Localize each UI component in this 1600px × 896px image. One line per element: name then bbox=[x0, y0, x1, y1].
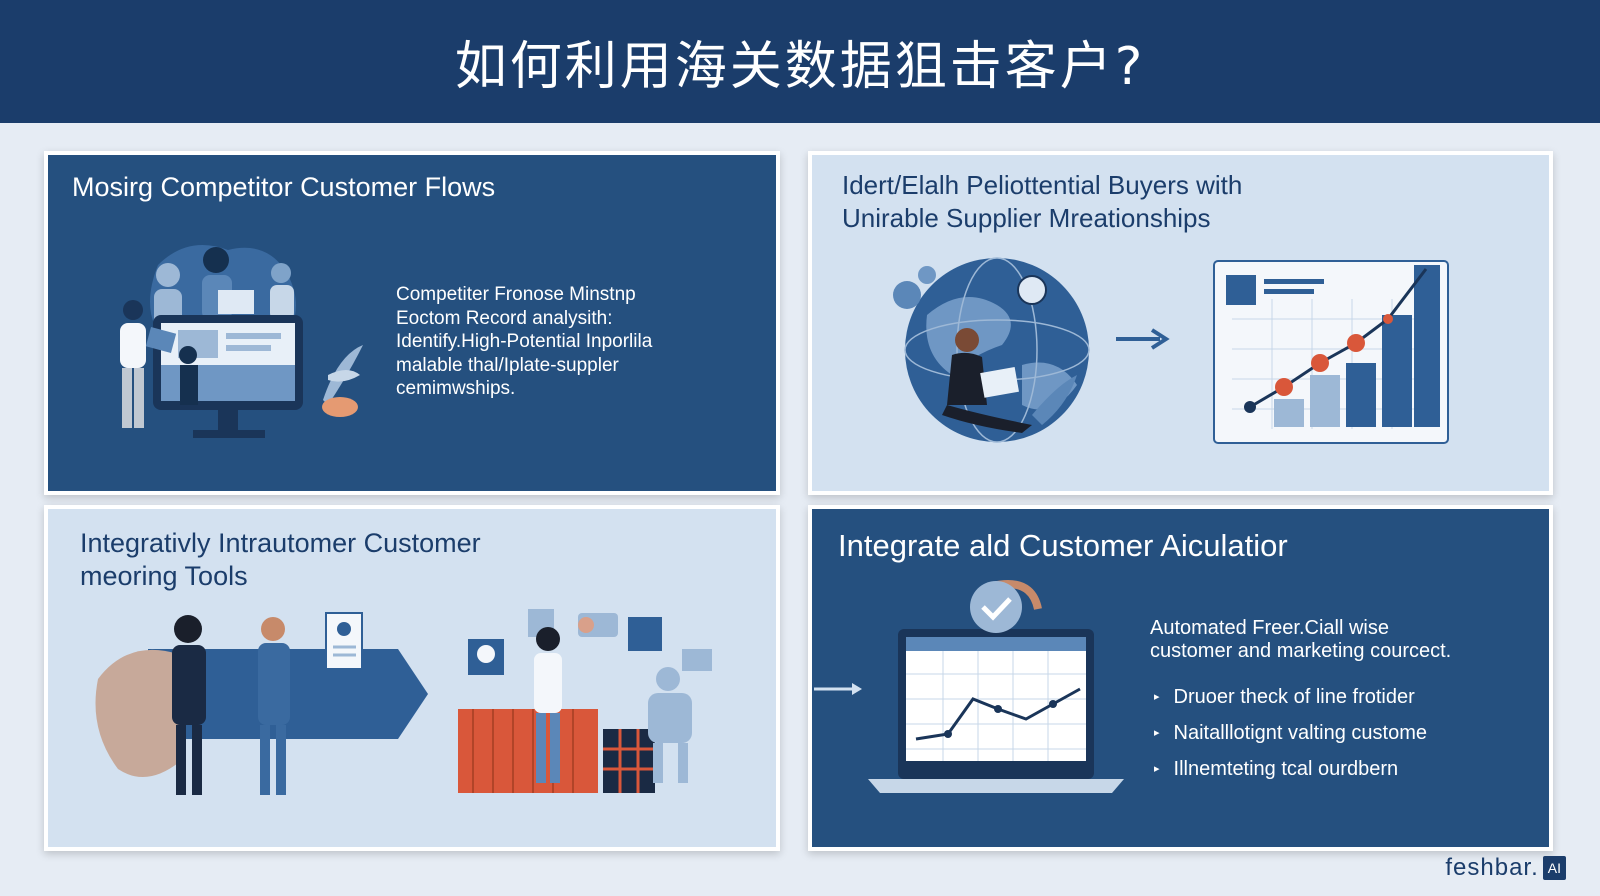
bullet-list: ▸ Druoer theck of line frotider ▸ Naital… bbox=[1150, 679, 1427, 787]
panel-title: Idert/Elalh Peliottential Buyers with Un… bbox=[842, 169, 1242, 235]
logo-badge: AI bbox=[1542, 856, 1566, 880]
list-item: ▸ Illnemteting tcal ourdbern bbox=[1150, 751, 1427, 787]
page-title: 如何利用海关数据狙击客户? bbox=[454, 37, 1146, 97]
desc-line: Eoctom Record analysith: bbox=[396, 307, 613, 329]
header-bar: 如何利用海关数据狙击客户? bbox=[0, 0, 1600, 123]
panel-description: Competiter Fronose Minstnp Eoctom Record… bbox=[396, 283, 756, 401]
panel-title: Integrate ald Customer Aiculatior bbox=[838, 528, 1288, 563]
intro-line: customer and marketing courcect. bbox=[1150, 640, 1452, 662]
globe-icon bbox=[893, 257, 1090, 443]
title-line: Unirable Supplier Mreationships bbox=[842, 203, 1211, 233]
title-line: Integrativly Intrautomer Customer bbox=[80, 528, 481, 558]
arrow-right-icon bbox=[1116, 328, 1170, 350]
list-item: ▸ Druoer theck of line frotider bbox=[1150, 679, 1427, 715]
panel-title: Mosirg Competitor Customer Flows bbox=[72, 172, 496, 202]
desc-line: Competiter Fronose Minstnp bbox=[396, 284, 636, 305]
bullet-arrow-icon: ▸ bbox=[1154, 763, 1160, 775]
panel-intro: Automated Freer.Ciall wise customer and … bbox=[1150, 617, 1451, 663]
bullet-text: Illnemteting tcal ourdbern bbox=[1173, 758, 1399, 780]
bullet-text: Druoer theck of line frotider bbox=[1173, 686, 1415, 708]
panel-customer-acquisition: Integrate ald Customer Aiculatior Automa… bbox=[808, 505, 1553, 851]
arrow-right-icon bbox=[814, 683, 862, 695]
shipping-container-icon bbox=[458, 609, 712, 793]
bar-chart-icon bbox=[1213, 260, 1449, 444]
logo-text: feshbar. bbox=[1445, 854, 1539, 881]
laptop-chart-icon bbox=[868, 579, 1124, 793]
panel-competitor-flows: Mosirg Competitor Customer Flows Competi… bbox=[44, 151, 780, 495]
panel-potential-buyers: Idert/Elalh Peliottential Buyers with Un… bbox=[808, 151, 1553, 495]
panel-integration-tools: Integrativly Intrautomer Customer meorin… bbox=[44, 505, 780, 851]
title-line: meoring Tools bbox=[80, 561, 248, 591]
desc-line: malable thal/Iplate-suppler bbox=[396, 354, 619, 376]
handshake-illustration-icon bbox=[95, 612, 428, 795]
list-item: ▸ Naitalllotignt valting custome bbox=[1150, 715, 1427, 751]
bullet-text: Naitalllotignt valting custome bbox=[1173, 722, 1427, 744]
brand-logo: feshbar. AI bbox=[1445, 854, 1566, 882]
intro-line: Automated Freer.Ciall wise bbox=[1150, 617, 1389, 639]
title-line: Idert/Elalh Peliottential Buyers with bbox=[842, 170, 1243, 200]
bullet-arrow-icon: ▸ bbox=[1154, 691, 1160, 703]
bullet-arrow-icon: ▸ bbox=[1154, 727, 1160, 739]
panel-title: Integrativly Intrautomer Customer meorin… bbox=[80, 527, 481, 593]
desc-line: Identify.High-Potential Inporlila bbox=[396, 331, 653, 352]
desc-line: cemimwships. bbox=[396, 378, 516, 399]
team-illustration-icon bbox=[120, 245, 363, 438]
